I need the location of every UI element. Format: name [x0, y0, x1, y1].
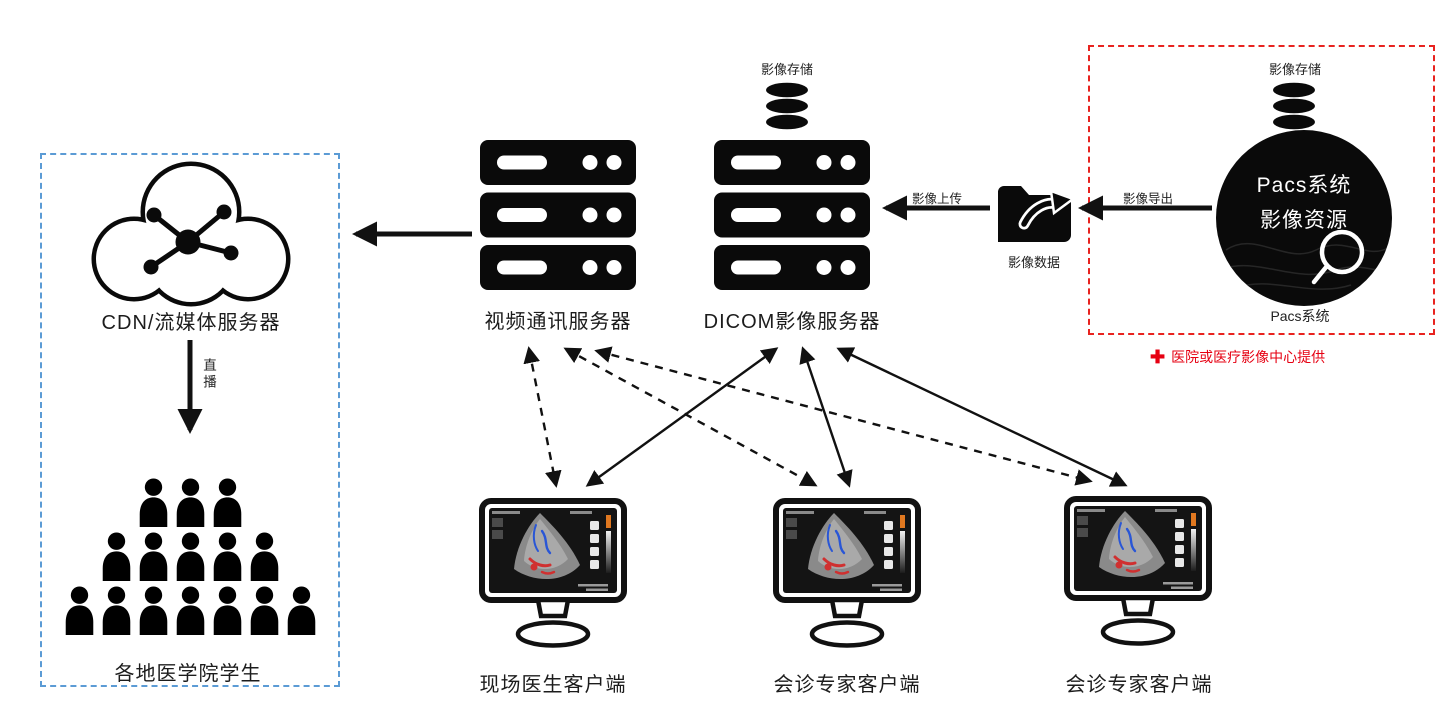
person-icon: [210, 532, 245, 581]
person-icon: [210, 586, 245, 635]
cdn-audience-group-box: [40, 153, 340, 687]
arrow-video-client3: [594, 346, 1093, 486]
dicom-storage-label: 影像存储: [760, 62, 814, 77]
image-data-label: 影像数据: [1007, 255, 1061, 270]
video-server-label: 视频通讯服务器: [484, 311, 632, 333]
pacs-circle-line1: Pacs系统: [1256, 173, 1352, 197]
person-icon: [99, 532, 134, 581]
image-data-folder-icon: [992, 178, 1076, 250]
client-label-3: 会诊专家客户端: [1065, 674, 1213, 696]
pacs-circle-line2: 影像资源: [1260, 208, 1348, 232]
pacs-system-icon: Pacs系统 影像资源: [1216, 130, 1392, 306]
audience-pyramid: [40, 478, 340, 635]
live-broadcast-label: 直播: [201, 358, 216, 391]
arrow-video-client1: [523, 346, 562, 488]
provider-note: ✚ 医院或医疗影像中心提供: [1150, 347, 1325, 367]
dicom-storage-icon: [764, 82, 810, 130]
person-icon: [173, 478, 208, 527]
ultrasound-monitor-icon: [1063, 495, 1213, 653]
person-icon: [210, 478, 245, 527]
person-icon: [173, 532, 208, 581]
network-node-icon: [143, 204, 239, 275]
export-flow-label: 影像导出: [1122, 192, 1174, 206]
video-server-icon: [480, 140, 636, 290]
client-label-1: 现场医生客户端: [479, 674, 627, 696]
client-monitor-1: [478, 497, 628, 660]
magnifier-icon: [1311, 229, 1365, 285]
arrow-dicom-client3: [836, 347, 1128, 487]
person-icon: [136, 532, 171, 581]
person-icon: [284, 586, 319, 635]
person-icon: [62, 586, 97, 635]
pacs-contour-decoration: [1219, 243, 1392, 290]
arrow-dicom-client2: [799, 346, 853, 488]
dicom-server-label: DICOM影像服务器: [703, 311, 881, 333]
upload-flow-label: 影像上传: [911, 192, 963, 206]
person-icon: [173, 586, 208, 635]
person-icon: [99, 586, 134, 635]
pacs-caption: Pacs系统: [1270, 308, 1330, 324]
cdn-server-label: CDN/流媒体服务器: [101, 312, 281, 334]
client-monitor-3: [1063, 495, 1213, 658]
cdn-cloud-icon: [91, 161, 291, 307]
arrow-dicom-client1: [585, 347, 779, 487]
pacs-storage-label: 影像存储: [1268, 62, 1322, 77]
client-monitor-2: [772, 497, 922, 660]
person-icon: [247, 586, 282, 635]
pacs-storage-icon: [1271, 82, 1317, 130]
dicom-server-icon: [714, 140, 870, 290]
provider-note-text: 医院或医疗影像中心提供: [1171, 349, 1326, 365]
arrow-video-client2: [563, 347, 818, 487]
pacs-provider-group-box: [1088, 45, 1435, 335]
person-icon: [136, 478, 171, 527]
plus-icon: ✚: [1150, 347, 1166, 367]
person-icon: [247, 532, 282, 581]
ultrasound-monitor-icon: [772, 497, 922, 655]
client-label-2: 会诊专家客户端: [773, 674, 921, 696]
person-icon: [136, 586, 171, 635]
audience-label: 各地医学院学生: [114, 663, 262, 685]
ultrasound-monitor-icon: [478, 497, 628, 655]
